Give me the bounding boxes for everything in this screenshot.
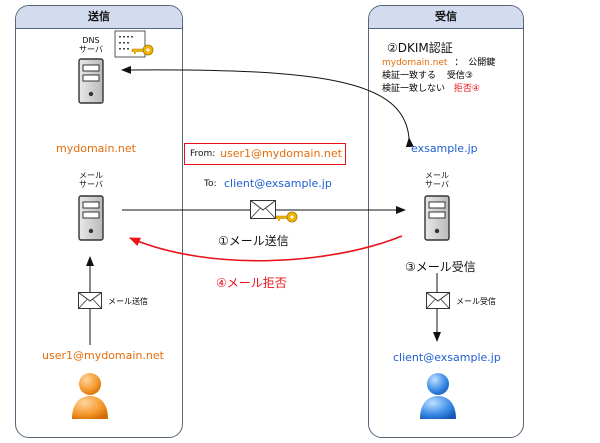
from-address: user1@mydomain.net: [220, 147, 342, 160]
dkim-domain: mydomain.net: [382, 58, 448, 68]
dns-record-icon: [114, 30, 154, 58]
client-address: client@exsample.jp: [393, 351, 501, 364]
key-icon: [131, 44, 154, 56]
send-step-label: ①メール送信: [218, 234, 289, 248]
dkim-heading: ②DKIM認証: [387, 41, 453, 55]
dkim-match-row: 検証一致する 受信③: [382, 70, 473, 82]
from-label: From:: [190, 149, 216, 159]
match-result: 受信③: [446, 71, 473, 81]
dkim-key: 公開鍵: [468, 58, 496, 68]
sender-mail-server-label: メールサーバ: [79, 171, 103, 189]
sender-user-address: user1@mydomain.net: [42, 349, 164, 362]
receiver-mail-server-label: メールサーバ: [425, 171, 449, 189]
reject-step-label: ④メール拒否: [216, 276, 287, 290]
mismatch-result: 拒否④: [453, 84, 480, 94]
sender-user-icon: [72, 373, 108, 419]
receiver-panel: 受信: [368, 5, 524, 438]
sender-server-icon: [78, 195, 104, 241]
dkim-key-row: mydomain.net ： 公開鍵: [382, 57, 495, 69]
signed-mail-icon: [250, 200, 298, 223]
sender-send-label: メール送信: [108, 297, 148, 306]
to-address: client@exsample.jp: [224, 177, 332, 190]
receiver-domain: exsample.jp: [411, 142, 478, 155]
to-label: To:: [204, 179, 217, 189]
receiver-envelope-icon: [426, 292, 450, 309]
receive-heading: ③メール受信: [405, 260, 476, 274]
match-text: 検証一致する: [382, 71, 437, 81]
sender-panel-title: 送信: [16, 6, 182, 29]
dns-server-icon: [78, 58, 104, 104]
receiver-panel-title: 受信: [369, 6, 523, 29]
receiver-receive-label: メール受信: [456, 297, 496, 306]
receiver-server-icon: [424, 195, 450, 241]
key-icon: [275, 211, 298, 223]
reject-arrow: [129, 235, 403, 262]
dns-lookup-arrow: [121, 65, 414, 148]
from-box: [184, 143, 346, 165]
dkim-mismatch-row: 検証一致しない 拒否④: [382, 83, 480, 95]
sender-envelope-icon: [78, 292, 102, 309]
mismatch-text: 検証一致しない: [382, 84, 446, 94]
receiver-user-icon: [420, 373, 456, 419]
sender-domain: mydomain.net: [56, 142, 136, 155]
dkim-colon: ：: [454, 58, 464, 68]
